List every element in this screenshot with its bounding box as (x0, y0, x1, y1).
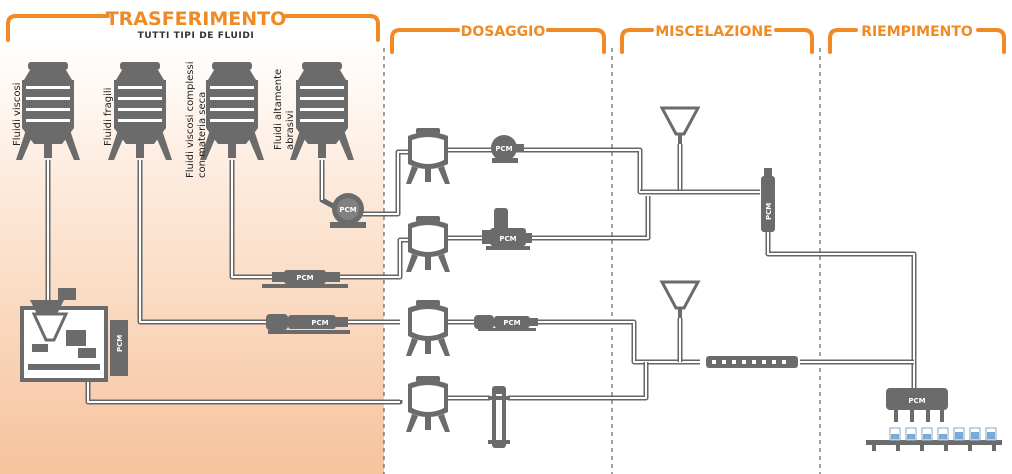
dosing-pump-3: PCM (474, 315, 538, 331)
brand-pump-2: PCM (296, 274, 313, 282)
dosing-tank-1 (406, 128, 450, 184)
hopper-mixing-1 (660, 106, 700, 146)
title-dosaggio: DOSAGGIO (461, 24, 546, 40)
silo-label-1: Fluidi viscosi (12, 83, 23, 146)
dosing-tank-2 (406, 216, 450, 272)
brand-dosing-pump-2: PCM (499, 235, 516, 243)
bracket-dosaggio-left (390, 28, 460, 54)
hopper-mixing-2 (660, 280, 700, 320)
brand-filling-machine: PCM (908, 397, 925, 405)
inline-mixer-vertical: PCM (761, 168, 775, 232)
brand-dosing-pump-3: PCM (503, 319, 520, 327)
pump-progressive-cavity-2: PCM (266, 314, 350, 334)
brand-inline-mixer: PCM (765, 203, 773, 220)
dosing-tank-3 (406, 300, 450, 356)
pipe-network (45, 144, 917, 405)
dosing-meter-vertical (488, 386, 510, 448)
bracket-riempimento-left (828, 28, 858, 54)
dosing-pump-1: PCM (491, 135, 524, 163)
dosing-tank-4 (406, 376, 450, 432)
silo-label-2: Fluidi fragili (103, 88, 114, 146)
section-brackets (6, 14, 1006, 54)
bracket-miscelazione-left (620, 28, 654, 54)
brand-pump-1: PCM (339, 206, 356, 214)
bracket-trasferimento-left (6, 14, 110, 42)
title-miscelazione: MISCELAZIONE (655, 24, 772, 40)
silo-label-3-line2: con materia seca (197, 92, 208, 178)
pump-centrifugal-abrasive: PCM (330, 193, 366, 228)
silo-label-3-line1: Fluidi viscosi complessi (185, 62, 196, 178)
bracket-trasferimento-right (284, 14, 380, 42)
mixing-station: PCM (20, 288, 128, 382)
dosing-pump-2: PCM (482, 208, 532, 250)
filling-conveyor (866, 427, 1002, 451)
static-mixer-horizontal (706, 356, 798, 368)
brand-dosing-pump-1: PCM (495, 145, 512, 153)
bracket-riempimento-right (976, 28, 1006, 54)
title-trasferimento: TRASFERIMENTO (106, 8, 287, 30)
title-riempimento: RIEMPIMENTO (861, 24, 973, 40)
silo-label-4-line1: Fluidi altamente (273, 69, 284, 150)
subtitle-trasferimento: TUTTI TIPI DE FLUIDI (138, 31, 255, 41)
silo-label-4-line2: abrasivi (285, 111, 296, 150)
bracket-miscelazione-right (774, 28, 814, 54)
bracket-dosaggio-right (546, 28, 606, 54)
brand-pump-3: PCM (311, 319, 328, 327)
brand-mixing-station: PCM (116, 335, 124, 352)
pump-progressive-cavity-1: PCM (262, 270, 348, 288)
filling-machine: PCM (886, 388, 948, 422)
